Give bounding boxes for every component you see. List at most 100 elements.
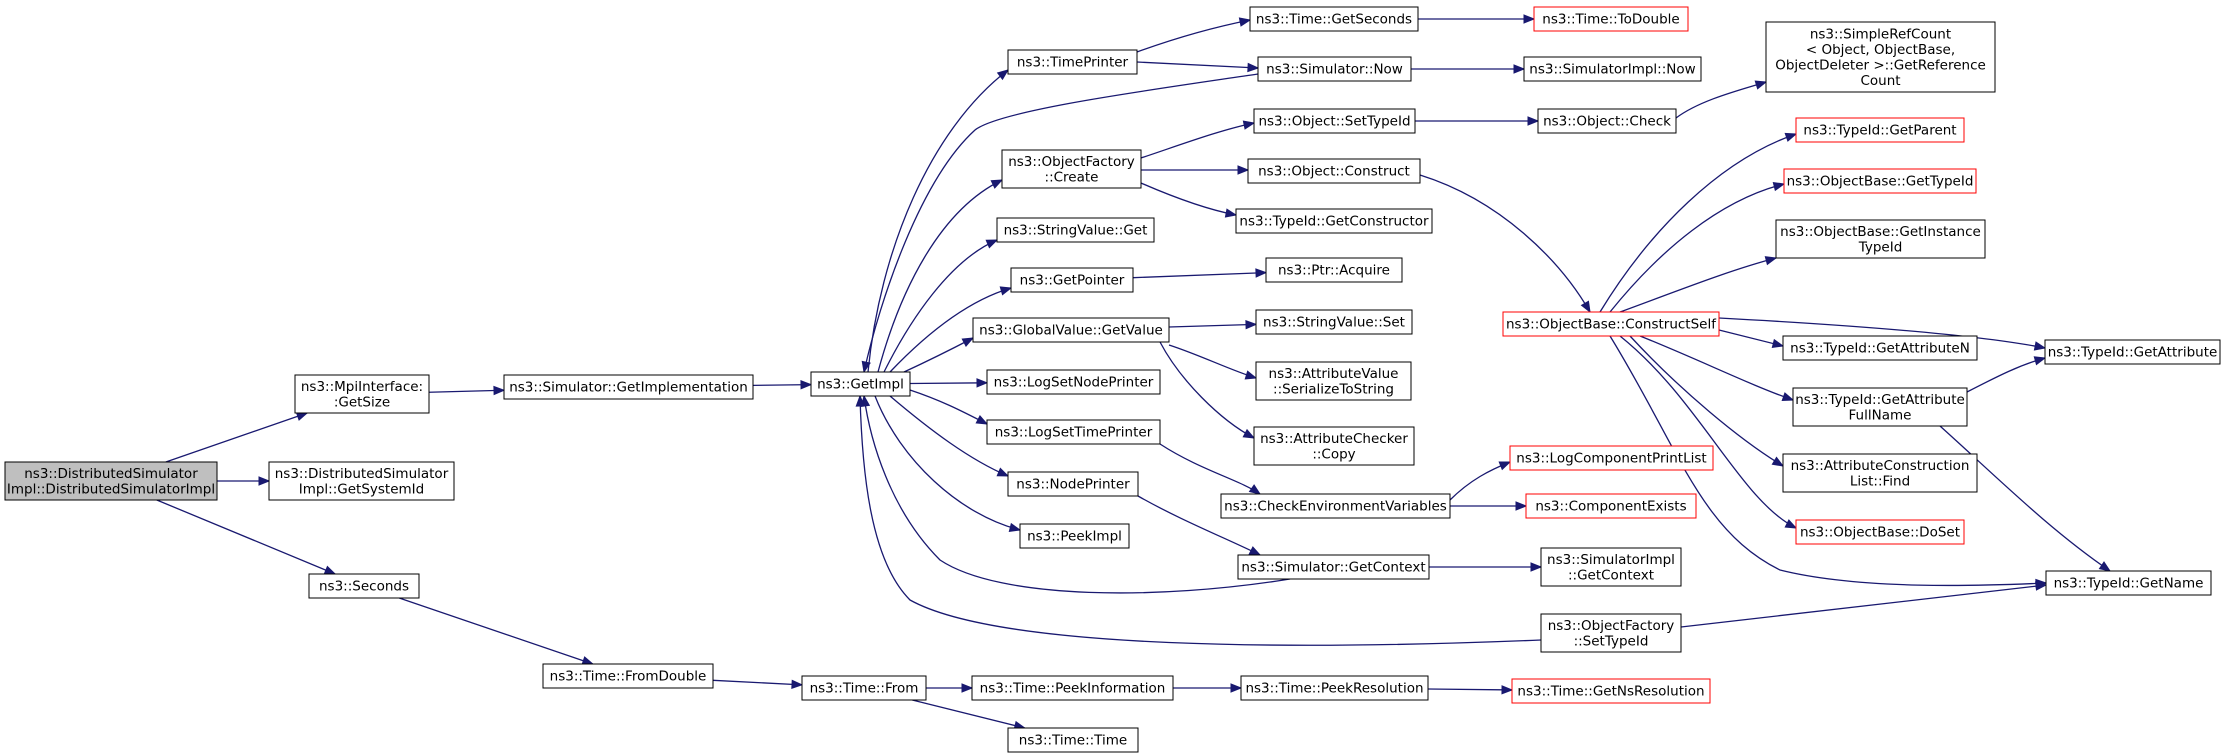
edge-getimpl-to-getpointer: [889, 286, 1013, 373]
node-objbase-getinstancetypeid-label: ns3::ObjectBase::GetInstance: [1780, 224, 1981, 240]
node-checkenv[interactable]: ns3::CheckEnvironmentVariables: [1220, 493, 1451, 519]
node-time-time[interactable]: ns3::Time::Time: [1007, 727, 1139, 753]
node-getimpl[interactable]: ns3::GetImpl: [810, 371, 911, 397]
node-fromdouble[interactable]: ns3::Time::FromDouble: [542, 663, 714, 689]
node-stringvalue-get[interactable]: ns3::StringValue::Get: [996, 217, 1155, 243]
node-typeid-getconstructor-label: ns3::TypeId::GetConstructor: [1239, 214, 1429, 230]
node-logsetnodeprinter[interactable]: ns3::LogSetNodePrinter: [986, 369, 1161, 395]
node-root[interactable]: ns3::DistributedSimulatorImpl::Distribut…: [4, 461, 218, 501]
node-fromdouble-label: ns3::Time::FromDouble: [550, 669, 707, 685]
node-stringvalue-set[interactable]: ns3::StringValue::Set: [1255, 309, 1413, 335]
edge-constructself-to-objbase_getinstancetypeid: [1619, 256, 1778, 313]
node-constructself[interactable]: ns3::ObjectBase::ConstructSelf: [1502, 311, 1720, 337]
edge-object_construct-to-constructself: [1419, 174, 1591, 314]
edge-fromdouble-to-time_from: [712, 679, 804, 690]
node-objbase-doset[interactable]: ns3::ObjectBase::DoSet: [1795, 519, 1965, 545]
node-typeid-getname-label: ns3::TypeId::GetName: [2054, 576, 2204, 592]
node-getseconds-label: ns3::Time::GetSeconds: [1256, 12, 1412, 28]
node-attrvalue-serialize-label: ns3::AttributeValue: [1269, 366, 1399, 382]
node-object-construct-label: ns3::Object::Construct: [1258, 164, 1410, 180]
node-mpi-getsize[interactable]: ns3::MpiInterface::GetSize: [294, 374, 430, 414]
node-getnsresolution[interactable]: ns3::Time::GetNsResolution: [1511, 678, 1711, 704]
node-objbase-gettypeid[interactable]: ns3::ObjectBase::GetTypeId: [1783, 168, 1977, 194]
edge-constructself-to-typeid_getattribute: [1718, 317, 2047, 351]
node-typeid-getattributefullname-label: FullName: [1849, 407, 1912, 423]
node-todouble-label: ns3::Time::ToDouble: [1542, 12, 1679, 28]
node-typeid-getconstructor[interactable]: ns3::TypeId::GetConstructor: [1235, 208, 1433, 234]
node-checkenv-label: ns3::CheckEnvironmentVariables: [1224, 499, 1447, 515]
node-logcomponentprintlist[interactable]: ns3::LogComponentPrintList: [1509, 445, 1714, 471]
node-simimpl-now-label: ns3::SimulatorImpl::Now: [1529, 62, 1695, 78]
node-peekinformation[interactable]: ns3::Time::PeekInformation: [971, 675, 1174, 701]
node-attrchecker-copy-label: ns3::AttributeChecker: [1260, 431, 1408, 447]
node-simimpl-getcontext[interactable]: ns3::SimulatorImpl::GetContext: [1540, 547, 1682, 587]
edge-constructself-to-typeid_getattributen: [1718, 329, 1785, 349]
node-attrvalue-serialize-label: ::SerializeToString: [1273, 381, 1394, 397]
node-seconds[interactable]: ns3::Seconds: [308, 573, 420, 599]
node-timeprinter[interactable]: ns3::TimePrinter: [1007, 49, 1138, 75]
node-time-from-label: ns3::Time::From: [810, 681, 919, 697]
node-todouble[interactable]: ns3::Time::ToDouble: [1533, 6, 1689, 32]
node-getimpl-label: ns3::GetImpl: [817, 377, 904, 393]
node-globalvalue-getvalue-label: ns3::GlobalValue::GetValue: [979, 323, 1163, 339]
node-getpointer[interactable]: ns3::GetPointer: [1010, 267, 1134, 293]
node-ptr-acquire-label: ns3::Ptr::Acquire: [1278, 263, 1390, 279]
node-time-time-label: ns3::Time::Time: [1019, 733, 1127, 749]
node-simimpl-getcontext-label: ::GetContext: [1568, 567, 1654, 583]
node-getimplementation[interactable]: ns3::Simulator::GetImplementation: [503, 374, 754, 400]
node-typeid-getattributefullname-label: ns3::TypeId::GetAttribute: [1795, 392, 1965, 408]
node-object-construct[interactable]: ns3::Object::Construct: [1247, 158, 1421, 184]
edge-root-to-getsystemid: [217, 476, 271, 486]
call-edges: [156, 14, 2112, 731]
edge-timeprinter-to-getseconds: [1136, 17, 1252, 53]
node-simimpl-now[interactable]: ns3::SimulatorImpl::Now: [1523, 56, 1702, 82]
node-typeid-getattribute[interactable]: ns3::TypeId::GetAttribute: [2044, 339, 2221, 365]
node-attrchecker-copy-label: ::Copy: [1312, 446, 1355, 462]
node-root-label: ns3::DistributedSimulator: [24, 466, 198, 482]
node-peekimpl[interactable]: ns3::PeekImpl: [1019, 523, 1130, 549]
node-objfactory-create[interactable]: ns3::ObjectFactory::Create: [1001, 149, 1142, 189]
edge-mpi_getsize-to-getimplementation: [428, 385, 506, 396]
node-ptr-acquire[interactable]: ns3::Ptr::Acquire: [1265, 257, 1403, 283]
node-typeid-getattributen-label: ns3::TypeId::GetAttributeN: [1790, 341, 1970, 357]
node-componentexists-label: ns3::ComponentExists: [1535, 499, 1686, 515]
node-globalvalue-getvalue[interactable]: ns3::GlobalValue::GetValue: [972, 317, 1170, 343]
edge-simulator_getcontext-to-simimpl_getcontext: [1429, 562, 1543, 572]
node-object-settypeid[interactable]: ns3::Object::SetTypeId: [1253, 108, 1416, 134]
node-typeid-getparent[interactable]: ns3::TypeId::GetParent: [1795, 117, 1965, 143]
edge-objfactory_create-to-object_construct: [1141, 165, 1250, 175]
node-attrvalue-serialize[interactable]: ns3::AttributeValue::SerializeToString: [1255, 361, 1412, 401]
node-objfactory-settypeid[interactable]: ns3::ObjectFactory::SetTypeId: [1540, 613, 1682, 653]
node-stringvalue-set-label: ns3::StringValue::Set: [1263, 315, 1405, 331]
node-getseconds[interactable]: ns3::Time::GetSeconds: [1249, 6, 1419, 32]
node-simimpl-getcontext-label: ns3::SimulatorImpl: [1547, 552, 1675, 568]
node-attrchecker-copy[interactable]: ns3::AttributeChecker::Copy: [1253, 426, 1415, 466]
node-objfactory-settypeid-label: ::SetTypeId: [1574, 633, 1649, 649]
node-object-settypeid-label: ns3::Object::SetTypeId: [1258, 114, 1410, 130]
node-simulator-now[interactable]: ns3::Simulator::Now: [1257, 56, 1412, 82]
edge-constructself-to-attrconstructionlist_find: [1629, 335, 1785, 467]
node-simulator-getcontext[interactable]: ns3::Simulator::GetContext: [1237, 554, 1430, 580]
node-simplerefcount-label: ObjectDeleter >::GetReference: [1775, 57, 1986, 73]
node-simplerefcount[interactable]: ns3::SimpleRefCount< Object, ObjectBase,…: [1765, 21, 1996, 93]
node-peekimpl-label: ns3::PeekImpl: [1027, 529, 1122, 545]
node-constructself-label: ns3::ObjectBase::ConstructSelf: [1506, 317, 1717, 333]
node-getsystemid[interactable]: ns3::DistributedSimulatorImpl::GetSystem…: [268, 461, 455, 501]
node-peekresolution-label: ns3::Time::PeekResolution: [1245, 681, 1423, 697]
edge-checkenv-to-logcomponentprintlist: [1449, 461, 1512, 501]
node-typeid-getname[interactable]: ns3::TypeId::GetName: [2045, 570, 2212, 596]
node-object-check[interactable]: ns3::Object::Check: [1537, 108, 1677, 134]
node-nodeprinter[interactable]: ns3::NodePrinter: [1007, 471, 1139, 497]
edge-getimpl-to-timeprinter: [867, 69, 1010, 373]
node-typeid-getattributen[interactable]: ns3::TypeId::GetAttributeN: [1782, 335, 1978, 361]
node-time-from[interactable]: ns3::Time::From: [801, 675, 927, 701]
node-componentexists[interactable]: ns3::ComponentExists: [1525, 493, 1697, 519]
node-peekinformation-label: ns3::Time::PeekInformation: [980, 681, 1166, 697]
node-logsettimeprinter[interactable]: ns3::LogSetTimePrinter: [986, 419, 1161, 445]
node-simplerefcount-label: Count: [1860, 73, 1900, 89]
edge-getimpl-to-objfactory_create: [877, 179, 1004, 373]
node-peekresolution[interactable]: ns3::Time::PeekResolution: [1240, 675, 1429, 701]
